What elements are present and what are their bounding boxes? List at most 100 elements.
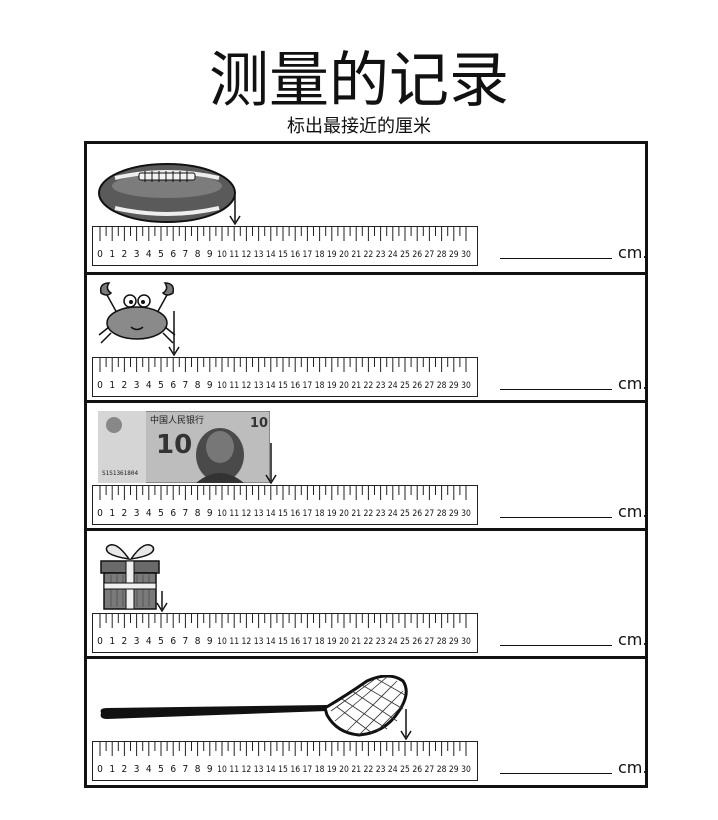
ruler-label: 27 [425,637,435,647]
ruler-label: 20 [339,637,349,647]
ruler-label: 16 [290,509,300,519]
ruler-label: 19 [327,637,337,647]
unit-label: cm. [618,243,648,262]
ruler-label: 21 [351,509,361,519]
ruler-label: 25 [400,637,410,647]
ruler-label: 28 [437,637,447,647]
answer-blank[interactable] [500,388,612,390]
ruler-label: 23 [376,381,386,391]
unit-label: cm. [618,758,648,777]
ruler-label: 9 [207,764,213,775]
ruler-label: 11 [229,509,239,519]
ruler-label: 3 [134,380,140,391]
ruler-label: 12 [242,250,252,260]
ruler-label: 30 [461,637,471,647]
ruler-label: 2 [122,249,128,260]
ruler-label: 6 [170,249,176,260]
ruler-label: 13 [254,637,264,647]
ruler-label: 25 [400,381,410,391]
ruler-label: 9 [207,508,213,519]
ruler-label: 5 [158,249,164,260]
ruler-label: 5 [158,764,164,775]
ruler-label: 29 [449,765,459,775]
ruler-label: 12 [242,637,252,647]
ruler-label: 1 [109,508,115,519]
ruler-label: 25 [400,250,410,260]
ruler-label: 12 [242,381,252,391]
ruler-label: 8 [195,380,201,391]
ruler-label: 7 [183,764,189,775]
ruler-label: 7 [183,636,189,647]
ruler-label: 4 [146,508,152,519]
ruler-label: 15 [278,637,288,647]
ruler-label: 22 [364,381,374,391]
ruler-label: 16 [290,381,300,391]
ruler-label: 17 [303,250,313,260]
ruler-label: 6 [170,508,176,519]
ruler-label: 12 [242,765,252,775]
ruler-label: 20 [339,381,349,391]
ruler-label: 14 [266,509,276,519]
ruler-label: 5 [158,380,164,391]
ruler-label: 26 [412,765,422,775]
ruler-label: 13 [254,765,264,775]
ruler-label: 17 [303,509,313,519]
ruler-label: 2 [122,764,128,775]
ruler-label: 19 [327,381,337,391]
ruler-label: 16 [290,250,300,260]
ruler-label: 26 [412,381,422,391]
ruler-label: 8 [195,249,201,260]
ruler-label: 23 [376,637,386,647]
ruler-label: 27 [425,765,435,775]
ruler-label: 1 [109,764,115,775]
ruler-label: 9 [207,380,213,391]
answer-blank[interactable] [500,516,612,518]
ruler-label: 23 [376,250,386,260]
ruler-label: 20 [339,250,349,260]
answer-blank[interactable] [500,257,612,259]
ruler-label: 11 [229,250,239,260]
ruler-label: 21 [351,250,361,260]
ruler-label: 28 [437,250,447,260]
ruler-label: 22 [364,250,374,260]
ruler-label: 29 [449,637,459,647]
ruler-label: 23 [376,509,386,519]
ruler-label: 9 [207,636,213,647]
ruler-label: 0 [97,636,103,647]
banknote-value-corner: 10 [250,416,268,431]
ruler-label: 19 [327,765,337,775]
ruler-label: 29 [449,381,459,391]
ruler-label: 27 [425,509,435,519]
lacrosse-stick-image [100,675,408,737]
ruler-label: 30 [461,509,471,519]
ruler-label: 26 [412,637,422,647]
ruler-label: 15 [278,765,288,775]
ruler-label: 20 [339,509,349,519]
ruler-label: 30 [461,381,471,391]
ruler-label: 18 [315,509,325,519]
answer-blank[interactable] [500,772,612,774]
ruler-label: 10 [217,250,227,260]
gift-box-image [100,544,160,610]
ruler-label: 11 [229,637,239,647]
ruler-label: 24 [388,381,398,391]
ruler-label: 11 [229,765,239,775]
ruler-label: 15 [278,381,288,391]
ruler-label: 8 [195,764,201,775]
answer-blank[interactable] [500,644,612,646]
ruler-label: 1 [109,249,115,260]
ruler-label: 5 [158,508,164,519]
worksheet-subtitle: 标出最接近的厘米 [287,116,431,137]
ruler-label: 17 [303,637,313,647]
measure-arrow [155,591,168,613]
ruler-label: 10 [217,765,227,775]
ruler-label: 21 [351,765,361,775]
ruler-label: 16 [290,637,300,647]
ruler-label: 4 [146,380,152,391]
